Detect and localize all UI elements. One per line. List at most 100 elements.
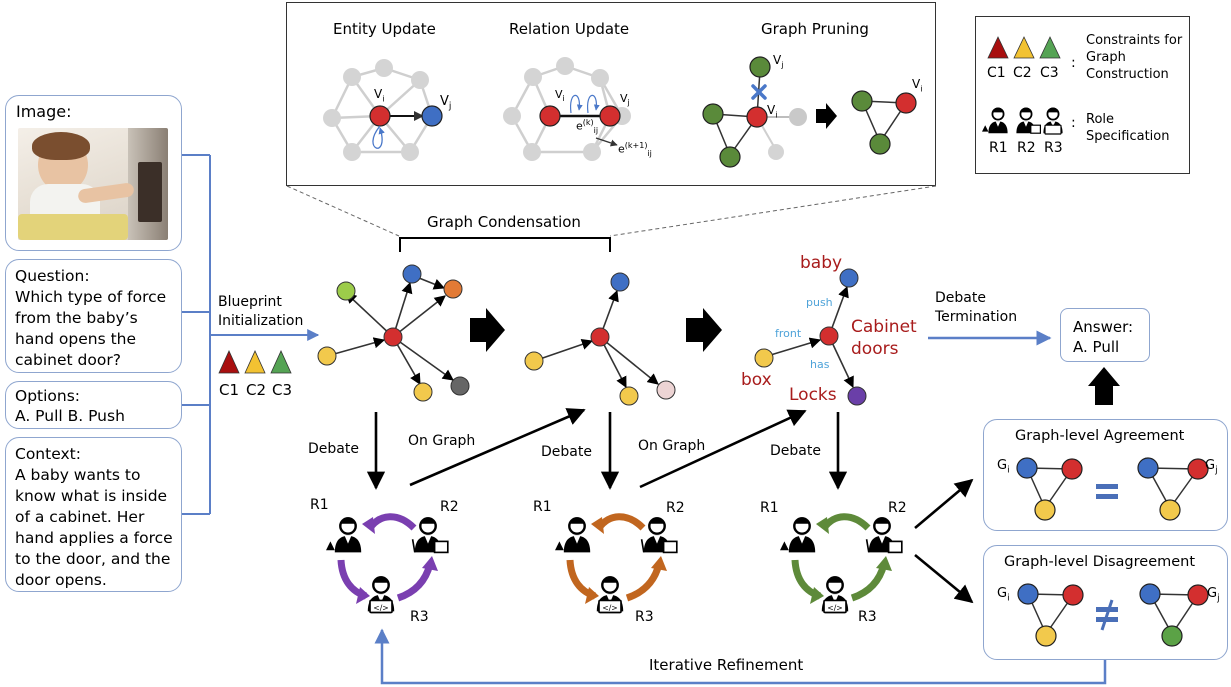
legend-r3: R3 bbox=[1044, 140, 1063, 156]
book-icon bbox=[662, 540, 678, 554]
blueprint-c1: C1 bbox=[219, 381, 240, 399]
debate-label-1: Debate bbox=[308, 441, 359, 457]
on-graph-label-2: On Graph bbox=[638, 438, 706, 454]
legend-triangles bbox=[987, 36, 1061, 59]
on-graph-label-1: On Graph bbox=[408, 433, 476, 449]
laptop-icon bbox=[823, 599, 847, 614]
debate-curve bbox=[850, 563, 888, 602]
svg-text:</>: </> bbox=[373, 603, 388, 612]
pruned-vi-label: Vi bbox=[912, 77, 923, 94]
laptop-icon bbox=[369, 599, 393, 614]
legend-colon-2: : bbox=[1071, 115, 1076, 131]
graph-condensation-label: Graph Condensation bbox=[427, 213, 581, 231]
graph-pruning-right bbox=[851, 90, 917, 155]
to-agreement-arrow bbox=[914, 478, 974, 529]
pruning-vi-label: Vi bbox=[767, 103, 778, 120]
answer-value: A. Pull bbox=[1073, 338, 1120, 356]
agent-r3-icon-1: </> bbox=[367, 576, 395, 614]
scene-baby-label: baby bbox=[800, 253, 843, 273]
book-icon bbox=[433, 540, 449, 554]
group2-r1: R1 bbox=[533, 499, 552, 515]
agree-gi-label: Gi bbox=[997, 458, 1010, 476]
on-graph-arrow-2 bbox=[639, 409, 807, 489]
svg-text:</>: </> bbox=[602, 603, 617, 612]
legend-box bbox=[975, 16, 1190, 174]
debate-curve-head bbox=[591, 517, 604, 534]
baby-photo bbox=[18, 128, 168, 240]
answer-box: Answer: A. Pull bbox=[1060, 308, 1150, 362]
group2-r2: R2 bbox=[666, 500, 685, 516]
legend-role-icons bbox=[982, 107, 1063, 135]
condensation-bracket bbox=[399, 237, 611, 252]
debate-curve bbox=[625, 563, 663, 602]
debate-label-2: Debate bbox=[541, 444, 592, 460]
context-box: Context: A baby wants to know what is in… bbox=[5, 437, 182, 592]
agent-group-2: </> bbox=[555, 513, 678, 614]
options-label: Options: bbox=[15, 387, 81, 405]
agreement-title: Graph-level Agreement bbox=[1015, 428, 1185, 444]
question-label: Question: bbox=[15, 267, 90, 285]
scene-has-label: has bbox=[810, 358, 830, 371]
debate-curve-head bbox=[816, 517, 829, 534]
zoom-line-left bbox=[286, 185, 400, 237]
book-icon bbox=[887, 540, 903, 554]
legend-r1-icon bbox=[982, 107, 1008, 134]
group2-r3: R3 bbox=[635, 609, 654, 625]
equal-sign bbox=[1096, 484, 1118, 499]
debate-label-3: Debate bbox=[770, 443, 821, 459]
agreement-graph-i bbox=[1016, 457, 1083, 521]
disagreement-graph-i bbox=[1017, 583, 1084, 647]
flask-icon bbox=[555, 541, 564, 551]
options-box: Options: A. Pull B. Push bbox=[5, 381, 182, 429]
on-graph-arrow-1 bbox=[409, 408, 586, 487]
debate-curve-head bbox=[422, 556, 438, 571]
entity-update-graph bbox=[323, 59, 443, 161]
entity-update-title: Entity Update bbox=[333, 20, 436, 38]
graph-condensation-panel bbox=[286, 2, 936, 186]
disagreement-title: Graph-level Disagreement bbox=[1004, 554, 1196, 570]
relation-vi-label: Vi bbox=[555, 88, 565, 104]
entity-vj-label: Vj bbox=[440, 94, 452, 112]
agent-r1-icon-3 bbox=[780, 517, 816, 553]
disagree-gj-label: Gj bbox=[1207, 586, 1220, 604]
group1-r3: R3 bbox=[410, 609, 429, 625]
graph-scene bbox=[754, 268, 867, 406]
scene-push-label: push bbox=[806, 296, 833, 309]
agent-groups: </> </> </> bbox=[326, 513, 903, 614]
agent-r1-icon-1 bbox=[326, 517, 362, 553]
flow-arrow-1 bbox=[470, 308, 505, 352]
svg-text:</>: </> bbox=[827, 603, 842, 612]
agent-group-3: </> bbox=[780, 513, 903, 614]
zoom-line-right bbox=[609, 185, 937, 237]
legend-r2: R2 bbox=[1017, 140, 1036, 156]
debate-curve bbox=[596, 513, 646, 531]
scene-cabinet-label: Cabinet doors bbox=[851, 317, 917, 359]
legend-c2: C2 bbox=[1013, 65, 1032, 81]
agent-r3-icon-2: </> bbox=[596, 576, 624, 614]
debate-curve-head bbox=[876, 556, 892, 571]
debate-curve-head bbox=[651, 556, 667, 571]
debate-curve-head bbox=[362, 517, 375, 534]
answer-up-arrow bbox=[1088, 367, 1120, 405]
legend-colon-1: : bbox=[1071, 55, 1076, 71]
debate-curve-head bbox=[356, 587, 370, 604]
image-box: Image: bbox=[5, 95, 182, 251]
entity-vi-label: Vi bbox=[374, 87, 385, 104]
debate-curve bbox=[821, 513, 871, 531]
answer-label: Answer: bbox=[1073, 318, 1134, 336]
agent-r2-icon-3 bbox=[865, 517, 903, 554]
group3-r3: R3 bbox=[858, 609, 877, 625]
scene-front-label: front bbox=[775, 327, 802, 340]
legend-constraints-text: Constraints for Graph Construction bbox=[1086, 33, 1183, 82]
question-box: Question: Which type of force from the b… bbox=[5, 259, 182, 373]
group1-r2: R2 bbox=[440, 499, 459, 515]
relation-ek1-label: e(k+1)ij bbox=[618, 141, 652, 158]
scene-locks-label: Locks bbox=[789, 385, 837, 405]
agent-group-1: </> bbox=[326, 513, 449, 614]
debate-curve bbox=[367, 513, 417, 531]
debate-curve-head bbox=[810, 587, 824, 604]
agent-r2-icon-1 bbox=[411, 517, 449, 554]
pruning-arrow bbox=[816, 103, 837, 129]
blueprint-c3: C3 bbox=[272, 381, 293, 399]
